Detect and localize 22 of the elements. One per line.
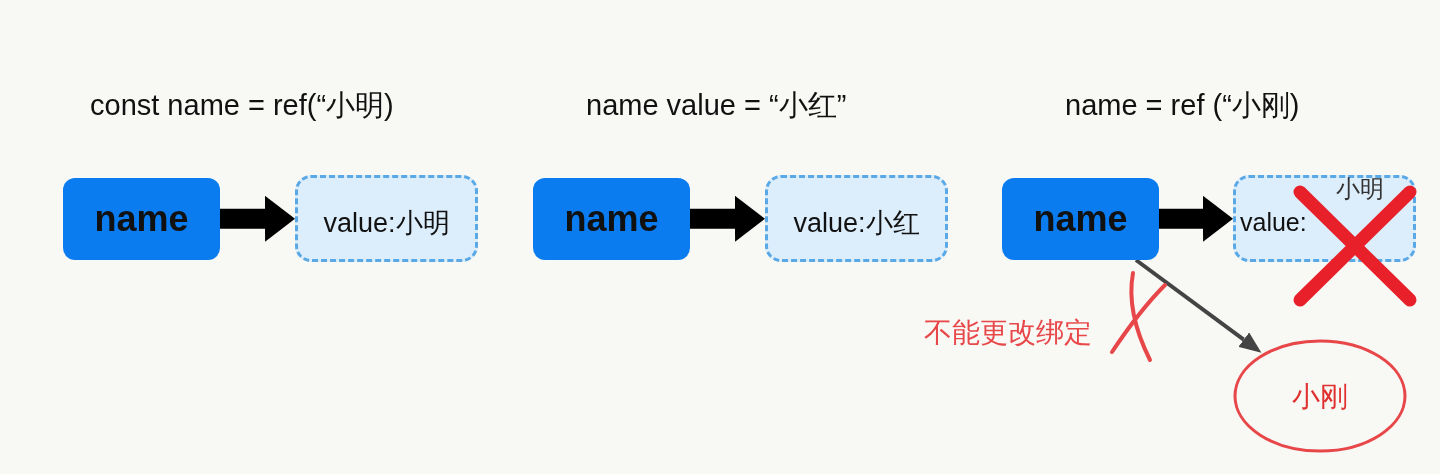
value-text: value: <box>1240 208 1307 237</box>
new-value-text: 小刚 <box>1291 380 1349 414</box>
variable-name: name <box>563 198 660 240</box>
variable-box <box>63 178 220 260</box>
code-line: name = ref (“小刚) <box>1065 88 1300 123</box>
variable-name: name <box>1032 198 1129 240</box>
variable-name: name <box>93 198 190 240</box>
value-text: value:小明 <box>322 207 451 240</box>
value-box <box>295 175 478 262</box>
old-value-text: 小明 <box>1336 174 1384 204</box>
arrow <box>219 195 295 242</box>
arrow <box>1158 195 1233 242</box>
value-text: value:小红 <box>792 207 921 240</box>
warning-text: 不能更改绑定 <box>924 316 1092 350</box>
arrow <box>1134 258 1262 353</box>
circled-value <box>1232 338 1408 454</box>
code-line: const name = ref(“小明) <box>90 88 394 123</box>
variable-box <box>533 178 690 260</box>
value-box <box>765 175 948 262</box>
arrow <box>689 195 765 242</box>
variable-box <box>1002 178 1159 260</box>
code-line: name value = “小红” <box>586 88 847 123</box>
